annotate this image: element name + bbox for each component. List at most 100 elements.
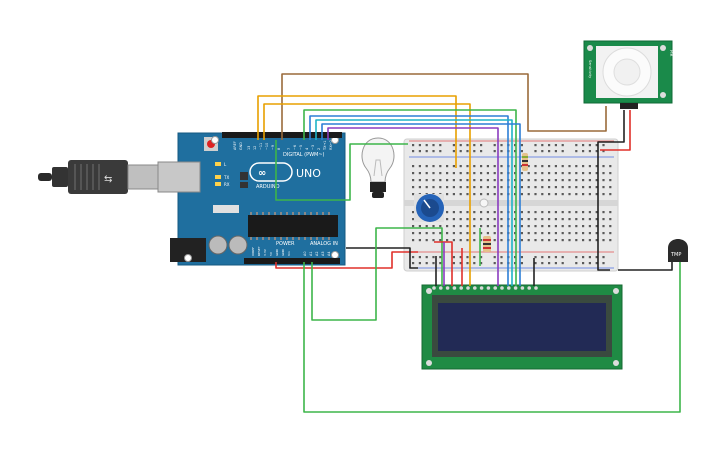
breadboard-hole[interactable]: [432, 262, 435, 265]
breadboard-hole[interactable]: [466, 256, 469, 259]
breadboard-hole[interactable]: [582, 225, 585, 228]
breadboard-hole[interactable]: [575, 218, 578, 221]
breadboard-hole[interactable]: [452, 165, 455, 168]
breadboard-hole[interactable]: [595, 179, 598, 182]
breadboard-hole[interactable]: [418, 262, 421, 265]
breadboard-hole[interactable]: [514, 232, 517, 235]
breadboard-hole[interactable]: [548, 144, 551, 147]
breadboard-hole[interactable]: [561, 211, 564, 214]
breadboard-hole[interactable]: [486, 179, 489, 182]
breadboard-hole[interactable]: [575, 144, 578, 147]
breadboard-hole[interactable]: [548, 179, 551, 182]
breadboard-hole[interactable]: [432, 150, 435, 153]
breadboard-hole[interactable]: [459, 193, 462, 196]
lcd-pin[interactable]: [527, 286, 531, 290]
breadboard-hole[interactable]: [548, 262, 551, 265]
breadboard-hole[interactable]: [588, 262, 591, 265]
breadboard-hole[interactable]: [561, 262, 564, 265]
breadboard-hole[interactable]: [602, 172, 605, 175]
breadboard-hole[interactable]: [425, 225, 428, 228]
breadboard[interactable]: [403, 138, 619, 272]
lcd-pin[interactable]: [534, 286, 538, 290]
breadboard-hole[interactable]: [582, 211, 585, 214]
breadboard-hole[interactable]: [554, 211, 557, 214]
breadboard-hole[interactable]: [514, 218, 517, 221]
breadboard-hole[interactable]: [473, 150, 476, 153]
breadboard-hole[interactable]: [514, 211, 517, 214]
breadboard-hole[interactable]: [520, 144, 523, 147]
breadboard-hole[interactable]: [514, 150, 517, 153]
breadboard-hole[interactable]: [446, 186, 449, 189]
lcd-pin[interactable]: [507, 286, 511, 290]
breadboard-hole[interactable]: [602, 218, 605, 221]
breadboard-hole[interactable]: [446, 232, 449, 235]
breadboard-hole[interactable]: [493, 179, 496, 182]
breadboard-hole[interactable]: [459, 144, 462, 147]
breadboard-hole[interactable]: [480, 144, 483, 147]
breadboard-hole[interactable]: [466, 211, 469, 214]
breadboard-hole[interactable]: [554, 256, 557, 259]
breadboard-hole[interactable]: [520, 211, 523, 214]
breadboard-hole[interactable]: [575, 193, 578, 196]
breadboard-hole[interactable]: [412, 232, 415, 235]
light-bulb[interactable]: [361, 137, 395, 198]
breadboard-hole[interactable]: [520, 179, 523, 182]
breadboard-hole[interactable]: [514, 144, 517, 147]
breadboard-hole[interactable]: [418, 172, 421, 175]
breadboard-hole[interactable]: [514, 179, 517, 182]
breadboard-hole[interactable]: [520, 165, 523, 168]
breadboard-hole[interactable]: [582, 193, 585, 196]
breadboard-hole[interactable]: [480, 165, 483, 168]
breadboard-hole[interactable]: [534, 239, 537, 242]
breadboard-hole[interactable]: [527, 211, 530, 214]
breadboard-hole[interactable]: [548, 225, 551, 228]
breadboard-hole[interactable]: [432, 232, 435, 235]
breadboard-hole[interactable]: [412, 193, 415, 196]
breadboard-hole[interactable]: [480, 172, 483, 175]
lcd-pin[interactable]: [513, 286, 518, 290]
breadboard-hole[interactable]: [588, 144, 591, 147]
breadboard-hole[interactable]: [554, 165, 557, 168]
breadboard-hole[interactable]: [452, 172, 455, 175]
breadboard-hole[interactable]: [480, 232, 483, 235]
breadboard-hole[interactable]: [527, 218, 530, 221]
breadboard-hole[interactable]: [561, 186, 564, 189]
breadboard-hole[interactable]: [527, 179, 530, 182]
breadboard-hole[interactable]: [466, 172, 469, 175]
breadboard-hole[interactable]: [595, 193, 598, 196]
breadboard-hole[interactable]: [432, 239, 435, 242]
breadboard-hole[interactable]: [500, 225, 503, 228]
lcd-display[interactable]: [421, 284, 623, 370]
breadboard-hole[interactable]: [609, 239, 612, 242]
breadboard-hole[interactable]: [500, 256, 503, 259]
breadboard-hole[interactable]: [473, 179, 476, 182]
breadboard-hole[interactable]: [534, 172, 537, 175]
breadboard-hole[interactable]: [588, 225, 591, 228]
breadboard-hole[interactable]: [520, 225, 523, 228]
breadboard-hole[interactable]: [439, 165, 442, 168]
breadboard-hole[interactable]: [493, 256, 496, 259]
breadboard-hole[interactable]: [554, 172, 557, 175]
breadboard-hole[interactable]: [412, 239, 415, 242]
breadboard-hole[interactable]: [575, 262, 578, 265]
breadboard-hole[interactable]: [575, 225, 578, 228]
breadboard-hole[interactable]: [568, 179, 571, 182]
breadboard-hole[interactable]: [575, 211, 578, 214]
breadboard-hole[interactable]: [480, 262, 483, 265]
breadboard-hole[interactable]: [418, 256, 421, 259]
lcd-pin[interactable]: [439, 286, 443, 290]
breadboard-hole[interactable]: [459, 165, 462, 168]
breadboard-hole[interactable]: [480, 179, 483, 182]
breadboard-hole[interactable]: [520, 239, 523, 242]
breadboard-hole[interactable]: [541, 144, 544, 147]
breadboard-hole[interactable]: [534, 193, 537, 196]
breadboard-hole[interactable]: [486, 172, 489, 175]
breadboard-hole[interactable]: [588, 186, 591, 189]
breadboard-hole[interactable]: [432, 144, 435, 147]
breadboard-hole[interactable]: [588, 232, 591, 235]
breadboard-hole[interactable]: [548, 256, 551, 259]
breadboard-hole[interactable]: [412, 179, 415, 182]
breadboard-hole[interactable]: [412, 150, 415, 153]
breadboard-hole[interactable]: [575, 150, 578, 153]
potentiometer[interactable]: [414, 194, 444, 222]
